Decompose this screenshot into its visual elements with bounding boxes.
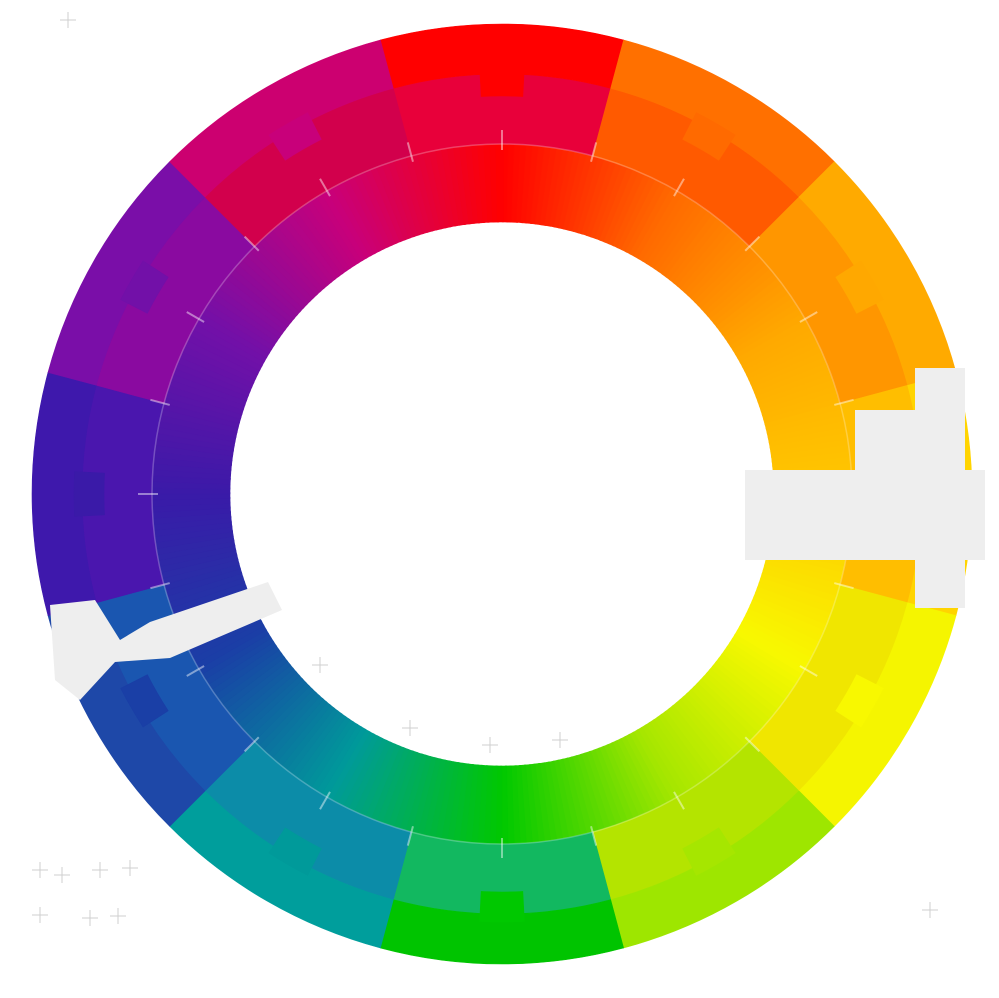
cross-mark <box>32 907 48 923</box>
outer-band-segment <box>169 39 394 198</box>
wheel-tick <box>590 142 598 162</box>
cross-mark <box>82 910 98 926</box>
band-notch <box>120 260 169 314</box>
band-notch <box>268 112 322 161</box>
wheel-tick <box>673 791 685 810</box>
wheel-tick <box>243 235 260 252</box>
wheel-tick <box>319 791 331 810</box>
cross-mark <box>54 867 70 883</box>
wheel-tick <box>744 736 761 753</box>
band-notch <box>835 260 884 314</box>
wheel-tick <box>186 665 205 677</box>
wheel-tick <box>319 178 331 197</box>
wheel-tick <box>673 178 685 197</box>
cross-mark <box>922 902 938 918</box>
wheel-tick <box>406 826 414 846</box>
band-notch <box>73 471 105 517</box>
cross-mark <box>32 862 48 878</box>
band-notch <box>120 674 169 728</box>
wheel-tick <box>590 826 598 846</box>
band-notch <box>268 827 322 876</box>
wheel-tick <box>406 142 414 162</box>
overlay-patch-right-mid <box>855 410 925 470</box>
inner-gradient-slice <box>495 143 505 223</box>
wheel-tick <box>799 665 818 677</box>
render-artifacts <box>32 12 985 926</box>
band-notch <box>835 674 884 728</box>
wheel-tick <box>834 582 854 590</box>
overlay-patch-right-upper <box>915 368 965 608</box>
wheel-tick <box>150 582 170 590</box>
cross-mark <box>60 12 76 28</box>
cross-mark <box>110 908 126 924</box>
wheel-tick <box>186 311 205 323</box>
cross-mark <box>92 862 108 878</box>
band-notch <box>479 891 525 923</box>
wheel-tick <box>243 736 260 753</box>
cross-mark <box>122 860 138 876</box>
wheel-tick <box>744 235 761 252</box>
cross-mark <box>402 720 418 736</box>
cross-mark <box>552 732 568 748</box>
wheel-tick <box>150 398 170 406</box>
band-notch <box>682 827 736 876</box>
cross-mark <box>312 657 328 673</box>
wheel-tick <box>834 398 854 406</box>
overlay-patch-left <box>50 582 282 700</box>
wheel-tick <box>799 311 818 323</box>
band-notch <box>682 112 736 161</box>
band-notch <box>479 65 525 97</box>
cross-mark <box>482 737 498 753</box>
